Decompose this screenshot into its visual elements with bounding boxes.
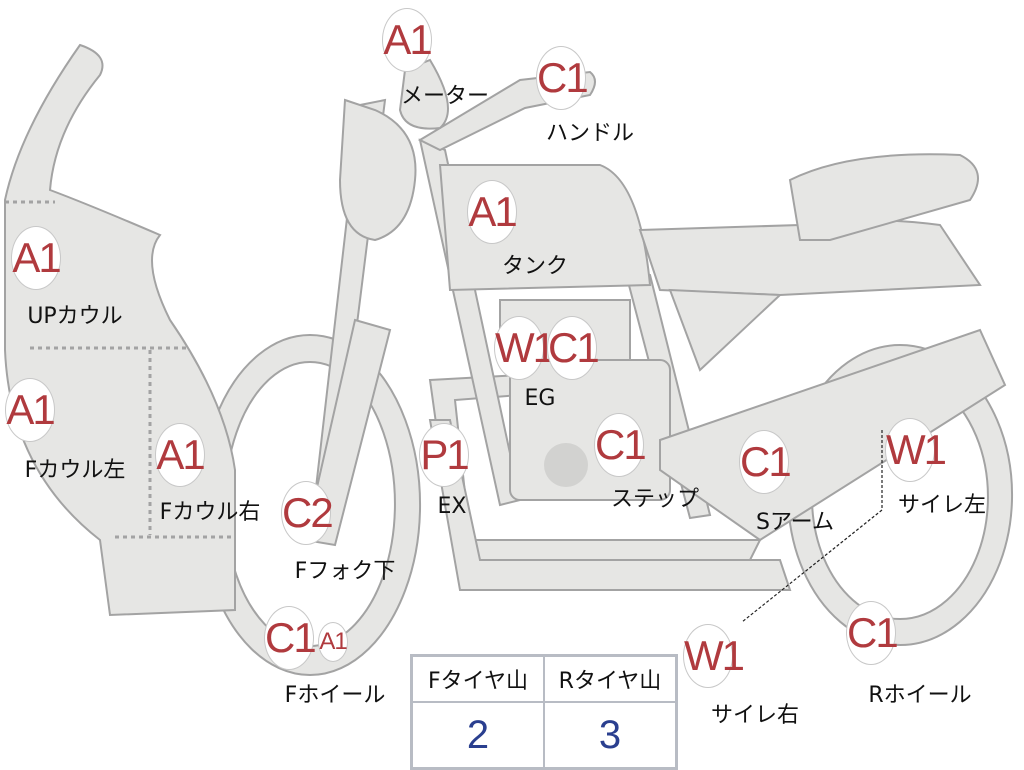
damage-code-badge[interactable]: C1	[536, 46, 589, 110]
part-label-up-cowl: UPカウル	[27, 304, 123, 329]
part-label-fork-lower: Fフォク下	[294, 559, 396, 584]
damage-code-badge[interactable]: W1	[494, 316, 556, 380]
part-label-f-cowl-right: Fカウル右	[159, 500, 261, 525]
front-tire-value: 2	[410, 701, 545, 770]
tire-tread-table: Fタイヤ山 Rタイヤ山 2 3	[410, 654, 678, 770]
damage-code-badge[interactable]: C1	[264, 606, 317, 670]
headlight	[338, 98, 417, 242]
part-label-step: ステップ	[610, 487, 700, 512]
damage-code-badge[interactable]: A1	[5, 378, 56, 442]
damage-code-badge[interactable]: W1	[885, 418, 947, 482]
damage-code-badge[interactable]: A1	[382, 8, 433, 72]
damage-code-badge[interactable]: A1	[467, 180, 518, 244]
part-label-handle: ハンドル	[545, 121, 635, 146]
part-label-meter: メーター	[400, 84, 490, 109]
damage-code-badge[interactable]: C1	[739, 430, 792, 494]
part-label-engine: EG	[524, 386, 556, 411]
rear-tire-header: Rタイヤ山	[543, 654, 678, 703]
damage-code-badge[interactable]: A1	[11, 226, 62, 290]
damage-code-badge[interactable]: C2	[281, 481, 334, 545]
damage-code-badge[interactable]: P1	[419, 423, 470, 487]
front-cowl	[4, 43, 236, 617]
damage-code-badge[interactable]: C1	[547, 316, 600, 380]
part-label-front-wheel: Fホイール	[284, 683, 386, 708]
damage-code-badge[interactable]: C1	[846, 601, 899, 665]
part-label-exhaust: EX	[437, 494, 467, 519]
front-tire-header: Fタイヤ山	[410, 654, 545, 703]
rear-tire-value: 3	[543, 701, 678, 770]
damage-code-badge[interactable]: C1	[594, 413, 647, 477]
part-label-f-cowl-left: Fカウル左	[24, 458, 126, 483]
part-label-rear-wheel: Rホイール	[868, 683, 972, 708]
damage-code-badge[interactable]: W1	[683, 624, 745, 688]
damage-code-badge-small[interactable]: A1	[318, 622, 348, 662]
meter	[398, 58, 449, 130]
part-label-tank: タンク	[501, 254, 569, 279]
part-label-silencer-right: サイレ右	[710, 703, 800, 728]
damage-code-badge[interactable]: A1	[155, 423, 206, 487]
part-label-swing-arm: Sアーム	[756, 510, 834, 535]
part-label-silencer-left: サイレ左	[897, 493, 987, 518]
